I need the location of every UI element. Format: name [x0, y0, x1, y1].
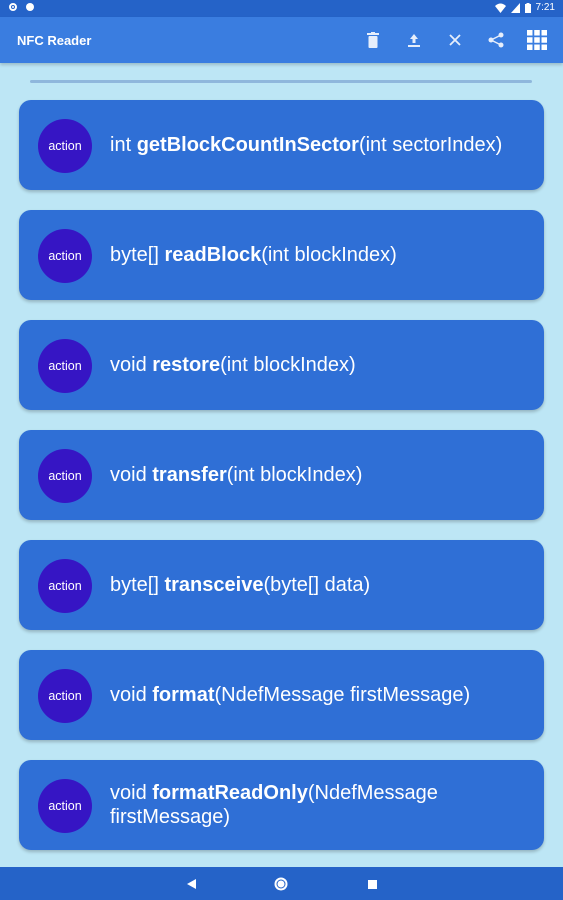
method-signature: int getBlockCountInSector(int sectorInde…	[110, 100, 530, 190]
action-badge: action	[38, 779, 92, 833]
method-card-format[interactable]: action void format(NdefMessage firstMess…	[19, 650, 544, 740]
app-title: NFC Reader	[17, 33, 92, 48]
settings-icon	[9, 3, 17, 11]
upload-button[interactable]	[402, 25, 426, 55]
method-signature: void restore(int blockIndex)	[110, 320, 530, 410]
grid-menu-button[interactable]	[525, 25, 549, 55]
share-button[interactable]	[484, 25, 508, 55]
method-card-transfer[interactable]: action void transfer(int blockIndex)	[19, 430, 544, 520]
home-button[interactable]	[273, 876, 289, 892]
method-signature: void format(NdefMessage firstMessage)	[110, 650, 530, 740]
method-name: formatReadOnly	[152, 782, 308, 804]
trash-icon	[367, 32, 379, 48]
method-params: (NdefMessage firstMessage)	[214, 684, 471, 706]
home-icon	[274, 877, 288, 891]
method-name: getBlockCountInSector	[136, 134, 359, 156]
method-name: format	[152, 684, 215, 706]
back-button[interactable]	[183, 876, 199, 892]
method-params: (int blockIndex)	[261, 244, 397, 266]
recents-button[interactable]	[364, 876, 380, 892]
method-signature: void formatReadOnly(NdefMessage firstMes…	[110, 760, 530, 850]
return-type: void	[110, 782, 147, 804]
method-name: restore	[152, 354, 221, 376]
recents-icon	[367, 879, 377, 889]
status-time: 7:21	[535, 2, 555, 13]
method-params: (int sectorIndex)	[358, 134, 503, 156]
method-params: (byte[] data)	[263, 574, 371, 596]
return-type: byte[]	[110, 244, 159, 266]
return-type: void	[110, 354, 147, 376]
status-bar: 7:21	[0, 0, 563, 17]
close-icon	[449, 34, 461, 46]
method-signature: void transfer(int blockIndex)	[110, 430, 530, 520]
action-badge: action	[38, 669, 92, 723]
method-signature: byte[] readBlock(int blockIndex)	[110, 210, 530, 300]
method-params: (NdefMessage firstMessage)	[110, 782, 438, 828]
return-type: int	[110, 134, 132, 156]
method-card-readBlock[interactable]: action byte[] readBlock(int blockIndex)	[19, 210, 544, 300]
method-name: transceive	[164, 574, 264, 596]
share-icon	[488, 32, 504, 48]
return-type: void	[110, 684, 147, 706]
method-card-transceive[interactable]: action byte[] transceive(byte[] data)	[19, 540, 544, 630]
action-badge: action	[38, 559, 92, 613]
notification-dot-icon	[26, 3, 34, 11]
method-card-getBlockCountInSector[interactable]: action int getBlockCountInSector(int sec…	[19, 100, 544, 190]
method-params: (int blockIndex)	[220, 354, 356, 376]
action-badge: action	[38, 229, 92, 283]
return-type: byte[]	[110, 574, 159, 596]
action-badge: action	[38, 119, 92, 173]
method-signature: byte[] transceive(byte[] data)	[110, 540, 530, 630]
return-type: void	[110, 464, 147, 486]
wifi-icon	[494, 3, 506, 13]
method-name: readBlock	[164, 244, 262, 266]
method-params: (int blockIndex)	[226, 464, 363, 486]
app-bar: NFC Reader	[0, 17, 563, 63]
grid-icon	[527, 30, 547, 50]
toolbar	[361, 25, 549, 55]
navigation-bar	[0, 867, 563, 900]
battery-icon	[524, 2, 531, 13]
close-button[interactable]	[443, 25, 467, 55]
action-badge: action	[38, 339, 92, 393]
method-name: transfer	[152, 464, 227, 486]
method-card-restore[interactable]: action void restore(int blockIndex)	[19, 320, 544, 410]
action-badge: action	[38, 449, 92, 503]
signal-icon	[510, 2, 520, 13]
scroll-divider	[30, 80, 532, 83]
back-icon	[186, 879, 196, 889]
upload-icon	[408, 34, 420, 47]
method-card-formatReadOnly[interactable]: action void formatReadOnly(NdefMessage f…	[19, 760, 544, 850]
delete-button[interactable]	[361, 25, 385, 55]
